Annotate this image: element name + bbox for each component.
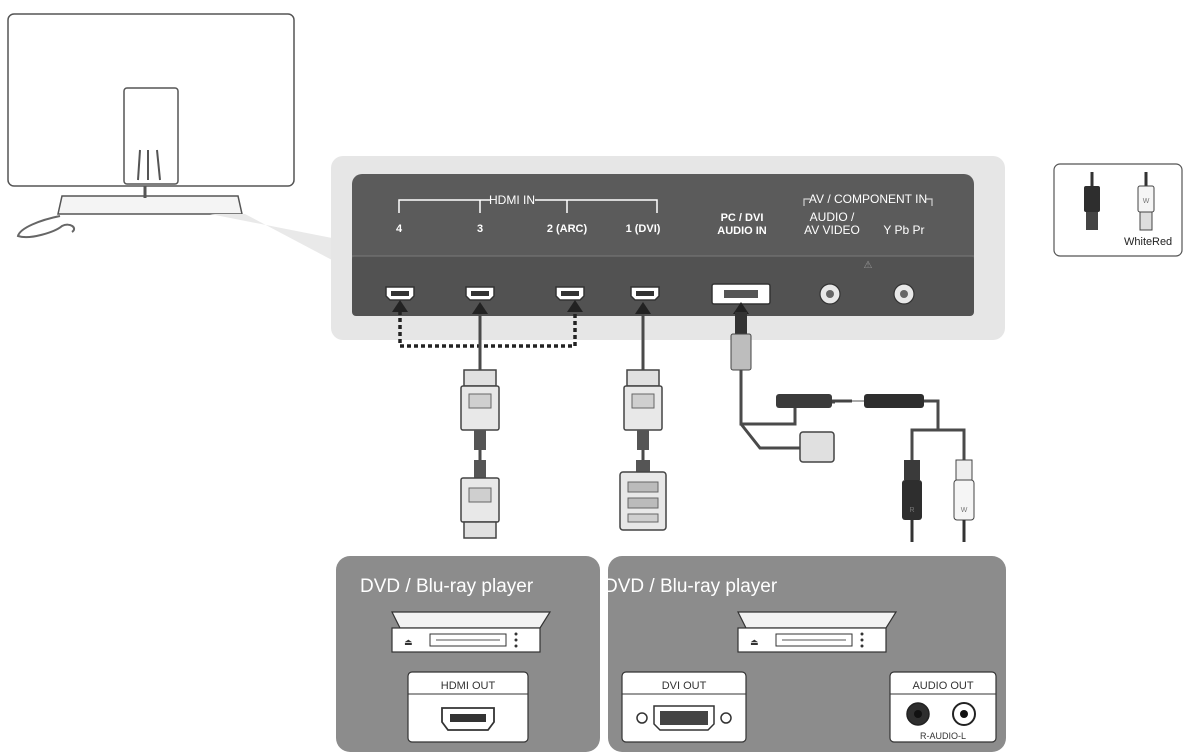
component-jack[interactable] xyxy=(893,283,915,305)
component-ypbpr-label: Y Pb Pr xyxy=(883,223,924,237)
tv-power-cord xyxy=(16,215,76,238)
source-left-title: DVD / Blu-ray player xyxy=(360,576,534,597)
rca-red-mark: R xyxy=(909,507,914,514)
hdmi-out-box xyxy=(407,671,529,743)
audio-cable xyxy=(730,302,966,463)
legend-white-plug-mark: W xyxy=(1143,198,1150,205)
svg-text:⏏: ⏏ xyxy=(750,638,759,648)
bluray-player-right-icon: ⏏ xyxy=(737,611,898,653)
tv-illustration xyxy=(7,13,332,260)
rca-white-mark: W xyxy=(961,507,968,514)
audio-out-red-jack[interactable] xyxy=(906,702,930,726)
hdmi-out-label: HDMI OUT xyxy=(441,680,496,692)
av-component-in-label: AV / COMPONENT IN xyxy=(809,192,927,206)
pc-dvi-label: PC / DVI xyxy=(721,212,764,224)
bluray-player-left-icon: ⏏ xyxy=(391,611,552,653)
hdmi-port-4-label: 4 xyxy=(396,223,403,235)
audio-out-white-jack[interactable] xyxy=(952,702,976,726)
hdmi-port-4[interactable] xyxy=(385,286,415,301)
legend-red-label: Red xyxy=(1152,236,1172,248)
hdmi-port-2[interactable] xyxy=(555,286,585,301)
audio-av-video-label-2: AV VIDEO xyxy=(804,223,860,237)
dvi-out-label: DVI OUT xyxy=(662,680,707,692)
dvi-plug xyxy=(619,460,667,531)
dotted-alternate-hdmi xyxy=(398,304,577,348)
zoom-wedge xyxy=(210,214,332,260)
av-video-jack[interactable] xyxy=(819,283,841,305)
svg-text:⏏: ⏏ xyxy=(404,638,413,648)
source-panel-left: DVD / Blu-ray player ⏏ HDMI OUT xyxy=(336,556,600,752)
source-right-title: DVD / Blu-ray player xyxy=(604,576,778,597)
rca-plug-white: W xyxy=(953,459,975,542)
warning-icon: ⚠ xyxy=(864,260,873,271)
rca-plug-red: R xyxy=(902,460,922,542)
legend-red-plug-icon xyxy=(1084,172,1100,230)
hdmi-plug-bottom xyxy=(460,460,500,539)
source-panel-left-bg xyxy=(336,556,600,752)
audio-av-video-label-1: AUDIO / xyxy=(810,210,855,224)
tv-stand-base xyxy=(57,195,243,215)
hdmi-bracket xyxy=(398,199,658,213)
cables: R W xyxy=(392,300,975,542)
hdmi-port-1[interactable] xyxy=(630,286,660,301)
dvi-out-port[interactable] xyxy=(636,705,732,731)
rca-color-legend: W White Red xyxy=(1053,163,1183,257)
audio-in-label: AUDIO IN xyxy=(717,225,767,237)
hdmi-port-3[interactable] xyxy=(465,286,495,301)
hdmi-plug-dvi-top xyxy=(623,369,663,450)
tv-stand-neck xyxy=(137,149,161,181)
pc-dvi-audio-port[interactable] xyxy=(711,283,771,305)
hdmi-port-1-label: 1 (DVI) xyxy=(626,223,661,235)
source-panel-right: DVD / Blu-ray player ⏏ DVI OUT AUDIO OUT xyxy=(604,556,1006,752)
hdmi-plug-top xyxy=(460,369,500,450)
audio-out-sub-label: R-AUDIO-L xyxy=(920,731,966,741)
tv-stand-back xyxy=(123,87,179,185)
hdmi-port-2-label: 2 (ARC) xyxy=(547,223,588,235)
legend-white-label: White xyxy=(1124,236,1152,248)
hdmi-port-3-label: 3 xyxy=(477,223,483,235)
legend-white-plug-icon: W xyxy=(1137,172,1155,231)
hdmi-out-port[interactable] xyxy=(441,707,495,731)
hdmi-in-label: HDMI IN xyxy=(489,193,535,207)
tv-connector-panel: HDMI IN 4 3 2 (ARC) 1 (DVI) PC / DVI AUD… xyxy=(331,156,1005,340)
audio-out-label: AUDIO OUT xyxy=(912,680,973,692)
